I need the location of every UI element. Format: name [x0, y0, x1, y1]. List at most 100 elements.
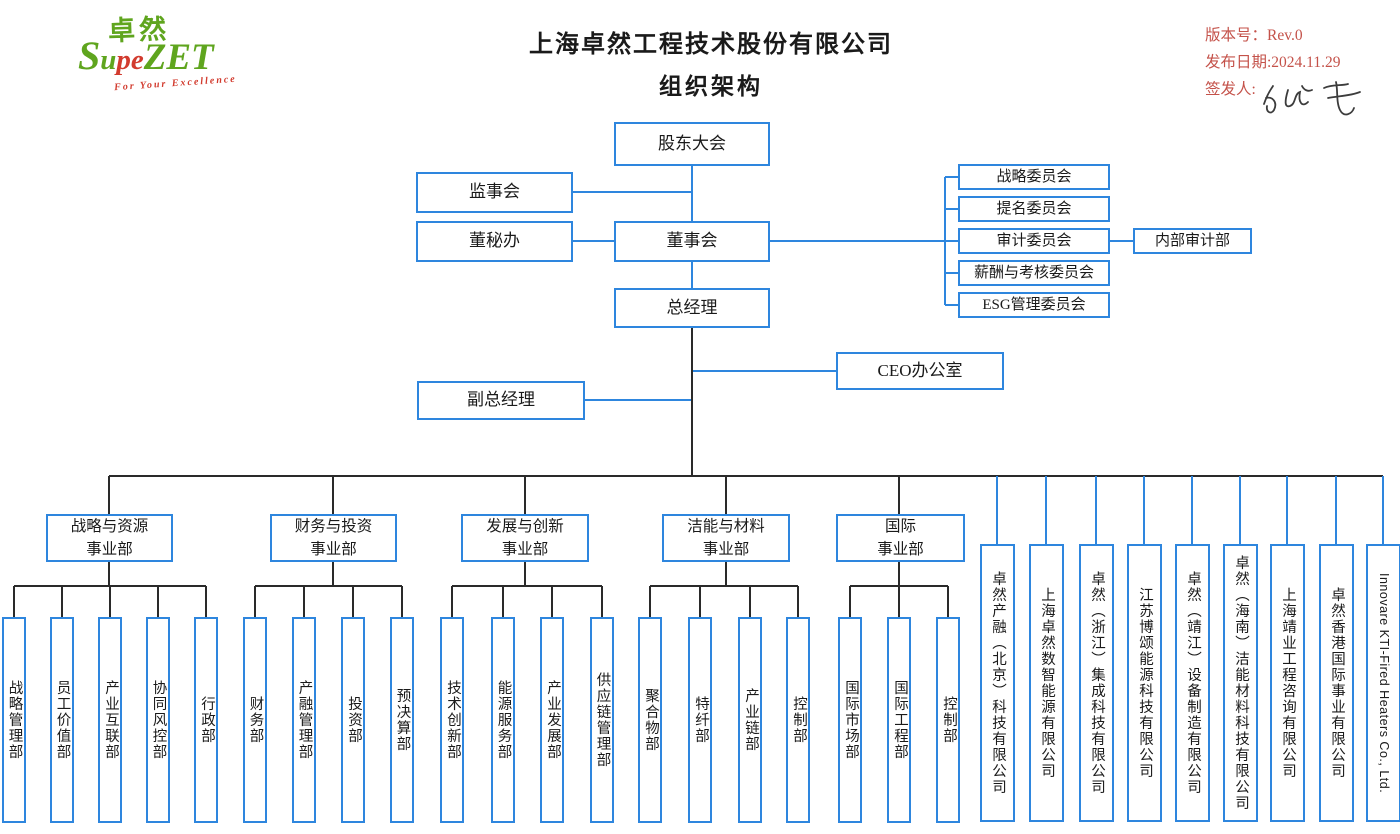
connector-line	[749, 586, 751, 617]
committee-box: 提名委员会	[958, 196, 1110, 222]
page-title: 上海卓然工程技术股份有限公司 组织架构	[529, 24, 893, 101]
department-box: 产业互联部	[98, 617, 122, 823]
connector-line	[898, 562, 900, 586]
subsidiary-box: 上海卓然数智能源有限公司	[1028, 544, 1064, 822]
vertical-label: 卓然香港国际事业有限公司	[1328, 587, 1345, 779]
connector-line	[451, 586, 453, 617]
connector-line	[253, 586, 256, 617]
connector-line	[945, 272, 958, 274]
vertical-label: 财务部	[247, 696, 264, 744]
connector-line	[699, 586, 701, 617]
department-box: 战略管理部	[1, 617, 26, 823]
vertical-label: 产融管理部	[296, 680, 313, 760]
node-supervisory-board: 监事会	[416, 172, 573, 213]
logo-letter: u	[100, 44, 117, 76]
vertical-label: 投资部	[345, 696, 362, 744]
connector-line	[524, 562, 526, 586]
vertical-label: 特纤部	[692, 696, 709, 744]
connector-line	[1335, 476, 1337, 544]
connector-line	[501, 586, 504, 617]
connector-line	[109, 586, 111, 617]
connector-line	[573, 191, 692, 193]
connector-line	[205, 586, 207, 617]
vertical-label: 上海卓然数智能源有限公司	[1038, 587, 1055, 779]
department-box: 员工价值部	[49, 617, 74, 823]
department-box: 财务部	[242, 617, 267, 823]
connector-line	[849, 586, 851, 617]
department-box: 协同风控部	[145, 617, 170, 823]
signature	[1262, 81, 1361, 116]
connector-line	[109, 475, 1383, 477]
connector-line	[797, 586, 799, 617]
vertical-label: 战略管理部	[6, 680, 23, 760]
vertical-label: 卓然产融（北京）科技有限公司	[989, 571, 1006, 795]
connector-line	[1286, 476, 1288, 544]
subsidiary-box: 卓然产融（北京）科技有限公司	[979, 544, 1015, 822]
department-box: 供应链管理部	[589, 617, 614, 823]
department-box: 产融管理部	[291, 617, 316, 823]
division-box: 国际 事业部	[836, 514, 965, 562]
connector-line	[691, 166, 693, 221]
vertical-label: 卓然（海南）洁能材料科技有限公司	[1232, 555, 1249, 811]
connector-line	[551, 586, 553, 617]
connector-line	[332, 476, 334, 514]
connector-line	[585, 399, 692, 401]
subsidiary-box: 江苏博颂能源科技有限公司	[1126, 544, 1162, 822]
connector-line	[947, 586, 949, 617]
department-box: 能源服务部	[490, 617, 515, 823]
subsidiary-box: 卓然香港国际事业有限公司	[1318, 544, 1354, 822]
connector-line	[898, 586, 900, 617]
connector-line	[725, 476, 727, 514]
connector-line	[352, 586, 354, 617]
connector-line	[945, 240, 958, 242]
logo-letter: ZET	[143, 37, 214, 78]
department-box: 产业发展部	[540, 617, 564, 823]
connector-line	[12, 586, 15, 617]
vertical-label: 卓然（靖江）设备制造有限公司	[1184, 571, 1201, 795]
node-shareholders-meeting: 股东大会	[614, 122, 770, 166]
connector-line	[1191, 476, 1193, 544]
node-deputy-general-manager: 副总经理	[417, 381, 585, 420]
connector-line	[573, 240, 614, 242]
vertical-label: 协同风控部	[150, 680, 167, 760]
chart-subtitle: 组织架构	[659, 74, 763, 99]
vertical-label: 行政部	[198, 696, 215, 744]
connector-line	[944, 177, 946, 305]
connector-line	[649, 586, 651, 617]
committee-box: 薪酬与考核委员会	[958, 260, 1110, 286]
committee-box: 审计委员会	[958, 228, 1110, 254]
node-general-manager: 总经理	[614, 288, 770, 328]
logo-letter: S	[78, 33, 101, 78]
connector-line	[996, 476, 998, 544]
committee-box: 战略委员会	[958, 164, 1110, 190]
vertical-label: 控制部	[940, 696, 957, 744]
vertical-label: 聚合物部	[642, 688, 659, 752]
connector-line	[945, 176, 958, 178]
connector-line	[332, 562, 334, 586]
connector-line	[1239, 476, 1241, 544]
department-box: 预决算部	[389, 617, 414, 823]
subsidiary-box: Innovare KTI-Fired Heaters Co., Ltd.	[1365, 544, 1400, 822]
vertical-label: 江苏博颂能源科技有限公司	[1136, 587, 1153, 779]
node-ceo-office: CEO办公室	[836, 352, 1004, 390]
release-date-label: 发布日期:2024.11.29	[1205, 54, 1341, 71]
connector-line	[108, 562, 110, 586]
division-box: 发展与创新 事业部	[461, 514, 589, 562]
vertical-label: 国际市场部	[842, 680, 859, 760]
department-box: 投资部	[341, 617, 365, 823]
vertical-label: Innovare KTI-Fired Heaters Co., Ltd.	[1376, 572, 1391, 794]
supezet-logo: 卓然 SupeZET For Your Excellence	[78, 6, 288, 106]
division-box: 洁能与材料 事业部	[662, 514, 790, 562]
subsidiary-box: 卓然（海南）洁能材料科技有限公司	[1222, 544, 1258, 822]
committee-box: ESG管理委员会	[958, 292, 1110, 318]
vertical-label: 员工价值部	[54, 680, 71, 760]
connector-line	[1143, 476, 1145, 544]
subsidiary-box: 上海靖业工程咨询有限公司	[1269, 544, 1305, 822]
department-box: 国际市场部	[838, 617, 862, 823]
connector-line	[945, 304, 958, 306]
version-label: 版本号：Rev.0	[1205, 27, 1303, 44]
logo-letter: e	[130, 44, 144, 76]
department-box: 特纤部	[688, 617, 712, 823]
connector-line	[452, 585, 602, 587]
